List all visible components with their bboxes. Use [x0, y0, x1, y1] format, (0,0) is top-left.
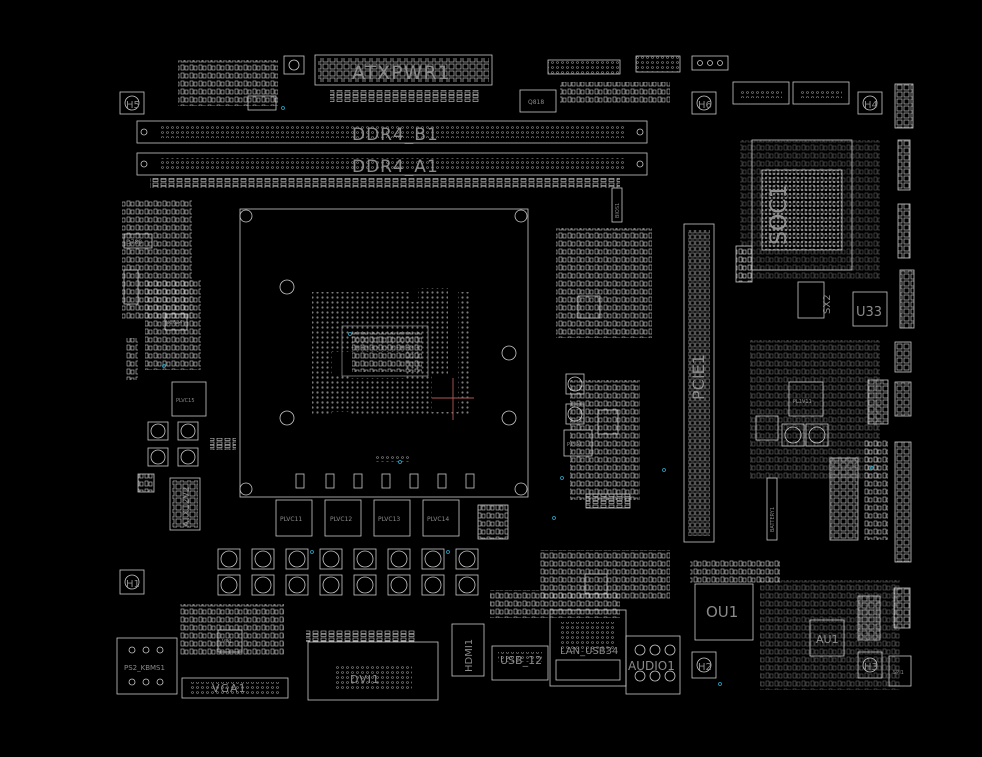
bios-label: BIOS1	[615, 203, 621, 218]
h5-mount-hole	[119, 91, 145, 115]
plsa1-label: PLSA1	[567, 442, 583, 448]
pcie-label: PCIE1	[689, 354, 708, 400]
atx-power-connector	[314, 54, 493, 86]
h3-mount-hole	[857, 651, 883, 679]
lan-label: LAN_USB34	[560, 646, 618, 657]
plvc14-inductor	[422, 499, 460, 537]
h6-label: H6	[698, 100, 712, 111]
plvc13-label: PLVC13	[378, 516, 400, 523]
pcie1-slot	[683, 223, 715, 543]
vrm-capacitor-row	[217, 548, 479, 596]
vga-label: VGA1	[212, 682, 247, 695]
ddr4-a1-label: DDR4_A1	[352, 157, 439, 177]
plvc15-label: PLVC15	[176, 398, 195, 404]
plvc11-inductor	[275, 499, 313, 537]
audio-label: AUDIO1	[628, 659, 675, 673]
vias	[162, 106, 874, 686]
pl1v11-label: PL1V11	[793, 399, 812, 405]
h2-mount-hole	[691, 651, 717, 679]
ddr4-a1-slot	[136, 152, 648, 176]
au1-label: AU1	[816, 633, 839, 646]
u33-chip	[852, 291, 888, 327]
plvc14-label: PLVC14	[427, 516, 449, 523]
plvc11-label: PLVC11	[280, 516, 302, 523]
plvc12-label: PLVC12	[330, 516, 352, 523]
plvc15-inductor	[171, 381, 207, 417]
h4-mount-hole	[857, 91, 883, 115]
atx12v2-connector	[169, 477, 201, 531]
u33-label: U33	[856, 305, 882, 320]
h5-label: H5	[126, 100, 140, 111]
h1-mount-hole	[119, 569, 145, 595]
d788-label: D788	[126, 239, 142, 246]
hdmi1-connector	[451, 623, 485, 677]
spi1-label: SPI1	[893, 670, 904, 676]
battery-holder	[766, 477, 778, 541]
ps2-kbms1-connector	[116, 637, 178, 695]
sx2-label: SX2	[822, 294, 833, 314]
usb-label: USB_12	[500, 654, 542, 667]
soc-label: SOC1	[767, 184, 792, 245]
ou1-label: OU1	[706, 603, 738, 621]
battery-label: BATTERY1	[770, 507, 776, 532]
plvc13-inductor	[373, 499, 411, 537]
ddr4-b1-label: DDR4_B1	[352, 125, 439, 145]
q818-label: Q818	[528, 99, 544, 106]
vr1-label: VR1	[222, 639, 232, 645]
h3-label: H3	[864, 662, 878, 673]
cpu-socket	[239, 208, 529, 498]
ddr4-b1-slot	[136, 120, 648, 144]
h6-mount-hole	[691, 91, 717, 115]
audio1-connector	[625, 635, 681, 695]
h4-label: H4	[864, 100, 878, 111]
atx12v2-label: ATX12V2	[182, 487, 192, 527]
h1-label: H1	[126, 579, 140, 590]
vga1-connector	[181, 677, 289, 699]
hdmi-label: HDMI1	[464, 639, 475, 672]
spi1-chip	[888, 655, 912, 687]
h2-label: H2	[698, 662, 712, 673]
usb12-connector	[491, 645, 549, 681]
atx-power-label: ATXPWR1	[352, 62, 451, 84]
plvc12-inductor	[324, 499, 362, 537]
dvi-label: DVI1	[350, 673, 380, 686]
ps2-label: PS2_KBMS1	[124, 664, 165, 672]
u8624-label: U8624	[166, 320, 182, 326]
